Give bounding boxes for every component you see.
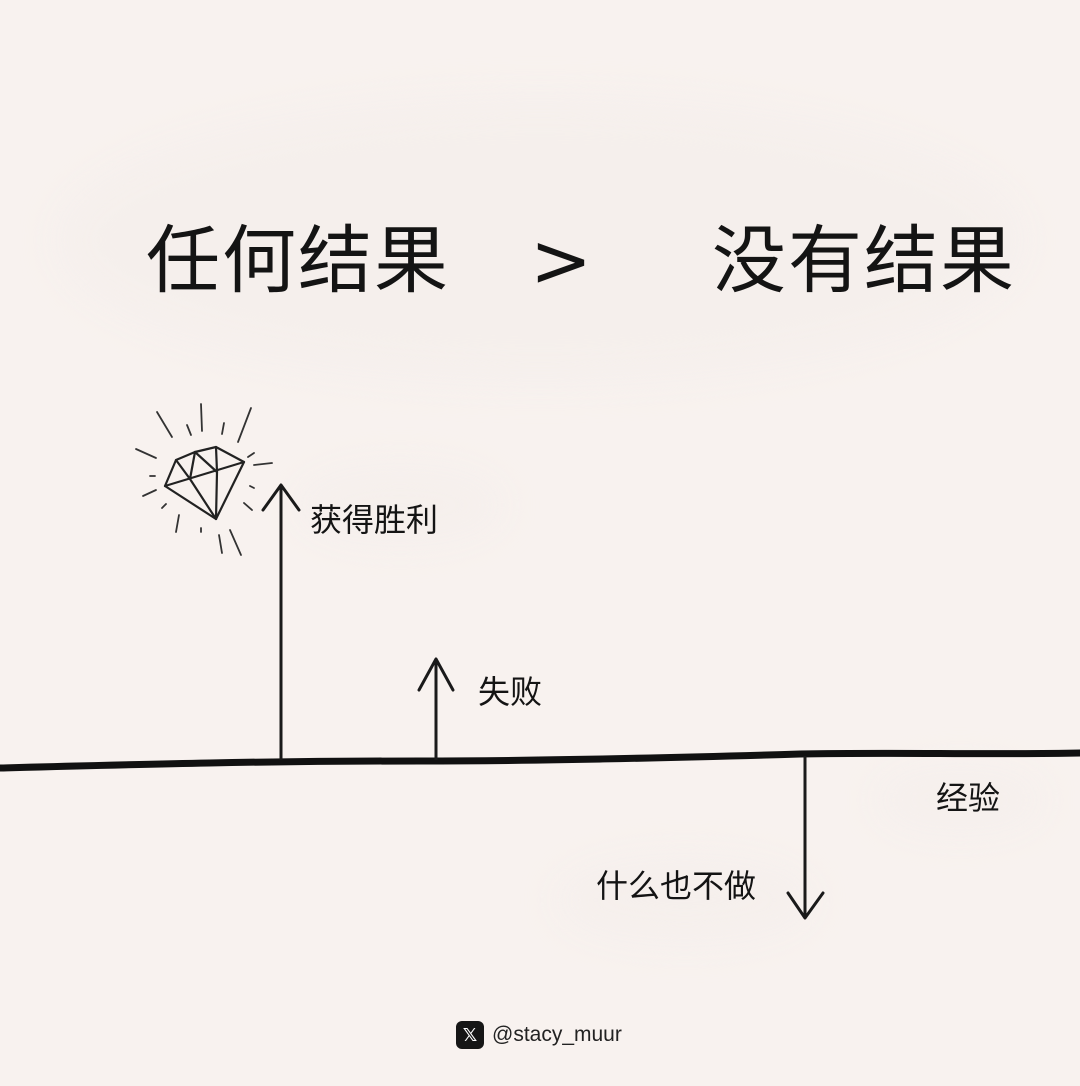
win-label: 获得胜利 (310, 501, 439, 539)
title-left: 任何结果 (146, 218, 450, 304)
background-smudge (880, 770, 1040, 830)
x-logo-icon: 𝕏 (456, 1021, 484, 1049)
diamond-icon (163, 445, 246, 521)
author-handle: @stacy_muur (492, 1023, 622, 1046)
do-nothing-arrow-icon (786, 756, 825, 920)
comparison-operator: > (530, 218, 595, 304)
background-smudge (60, 100, 1020, 380)
win-arrow-icon (261, 483, 301, 760)
author-credit: 𝕏 @stacy_muur (456, 1021, 622, 1049)
fail-label: 失败 (478, 673, 543, 711)
sparkle-rays-icon (135, 403, 273, 556)
experience-axis-label: 经验 (936, 779, 1001, 817)
background-smudge (560, 860, 810, 940)
do-nothing-label: 什么也不做 (596, 867, 757, 905)
fail-arrow-icon (417, 657, 455, 760)
title-right: 没有结果 (712, 218, 1016, 304)
background-smudge (300, 470, 500, 540)
experience-axis-line (0, 749, 1080, 772)
